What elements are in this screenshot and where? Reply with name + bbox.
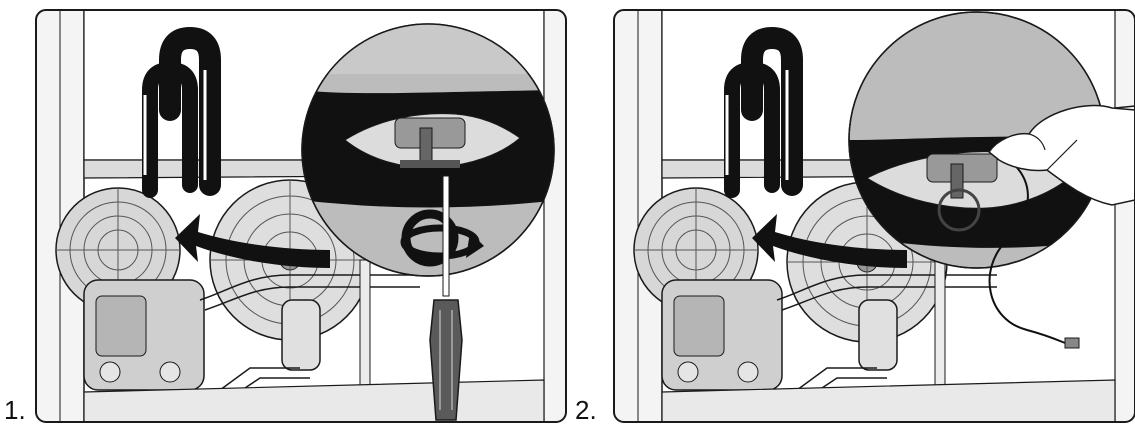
compressor: [84, 280, 204, 390]
step-1-label: 1.: [4, 397, 26, 423]
compressor: [662, 280, 782, 390]
step-2-panel: 2.: [567, 0, 1135, 423]
step-2-label: 2.: [575, 397, 597, 423]
step-2-illustration: [567, 0, 1135, 423]
step-1-panel: 1.: [0, 0, 568, 423]
step-1-illustration: [0, 0, 568, 423]
